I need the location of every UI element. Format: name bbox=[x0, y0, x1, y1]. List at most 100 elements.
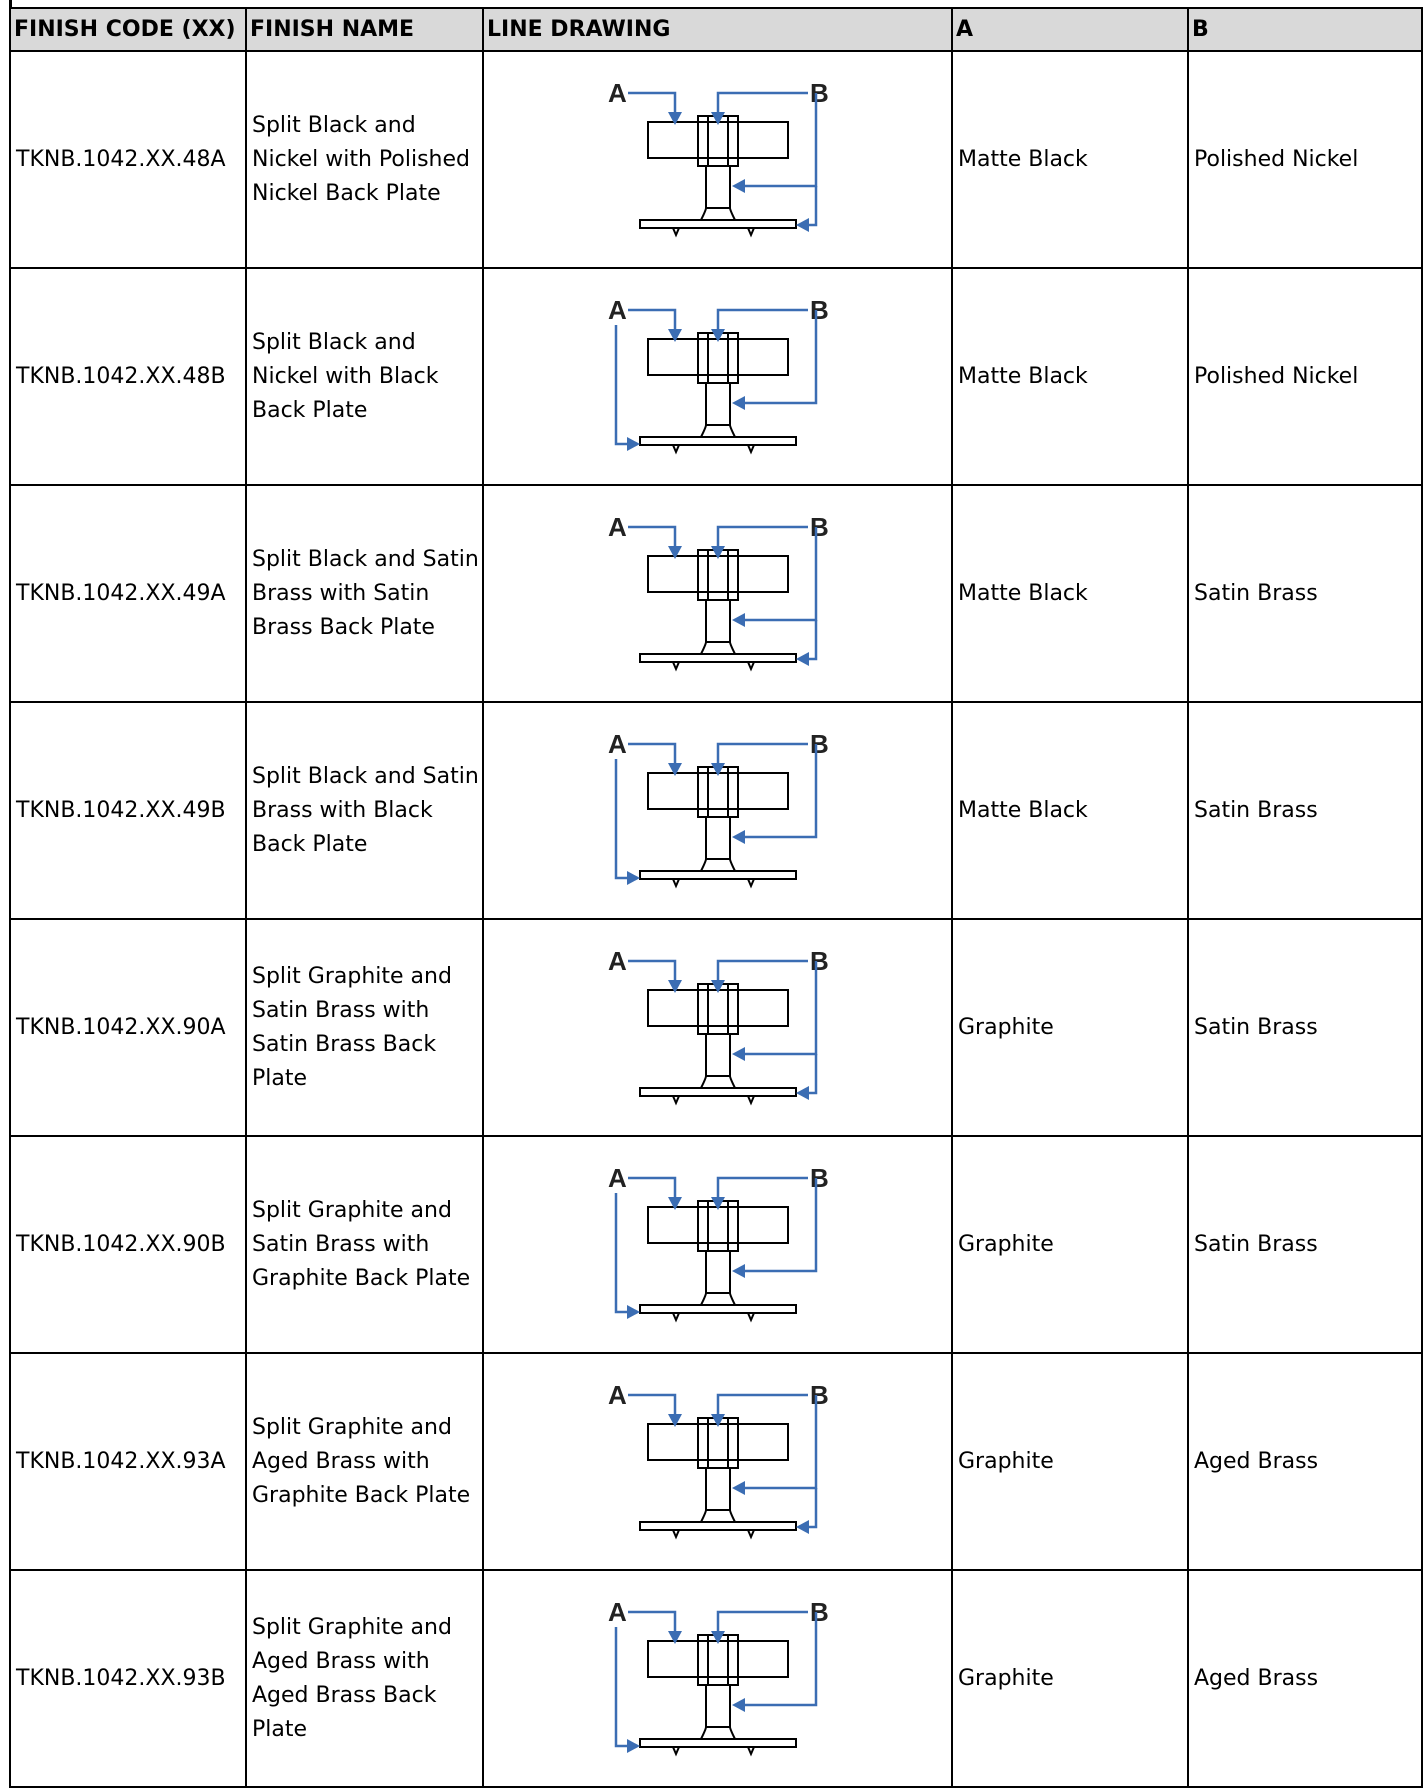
arrow-b-line bbox=[716, 91, 808, 114]
back-plate bbox=[638, 1521, 797, 1531]
finish-name-cell: Split Graphite and Aged Brass with Graph… bbox=[245, 1352, 484, 1571]
back-plate-pins bbox=[671, 227, 755, 238]
knob-handle bbox=[646, 121, 789, 159]
arrow-b-stem-head bbox=[731, 1047, 745, 1061]
finish-name-cell: Split Graphite and Satin Brass with Sati… bbox=[245, 918, 484, 1137]
finish-code-cell: TKNB.1042.XX.48A bbox=[9, 50, 247, 269]
knob-stem bbox=[704, 599, 731, 643]
arrow-a-line bbox=[627, 959, 676, 982]
arrow-b-head bbox=[710, 1197, 725, 1210]
finish-table: FINISH CODE (XX) FINISH NAME LINE DRAWIN… bbox=[9, 7, 1423, 1788]
knob-handle bbox=[646, 555, 789, 593]
knob-stem bbox=[704, 165, 731, 209]
label-b: B bbox=[810, 946, 829, 976]
finish-b-cell: Polished Nickel bbox=[1187, 50, 1423, 269]
arrow-a-head bbox=[667, 112, 682, 125]
arrow-b-head bbox=[710, 112, 725, 125]
label-b: B bbox=[810, 512, 829, 542]
arrow-a-head bbox=[667, 329, 682, 342]
arrow-b-plate-head bbox=[795, 218, 809, 232]
finish-b-cell: Satin Brass bbox=[1187, 1135, 1423, 1354]
finish-code-cell: TKNB.1042.XX.90A bbox=[9, 918, 247, 1137]
label-a: A bbox=[608, 1163, 627, 1193]
header-finish-code: FINISH CODE (XX) bbox=[9, 7, 247, 52]
finish-name-cell: Split Black and Nickel with Polished Nic… bbox=[245, 50, 484, 269]
arrow-b-stem-head bbox=[731, 1698, 745, 1712]
arrow-b-line bbox=[716, 308, 808, 331]
knob-handle bbox=[646, 1206, 789, 1244]
top-border-line bbox=[9, 0, 12, 8]
arrow-b-stem-head bbox=[731, 179, 745, 193]
finish-code-cell: TKNB.1042.XX.49A bbox=[9, 484, 247, 703]
finish-name-cell: Split Graphite and Satin Brass with Grap… bbox=[245, 1135, 484, 1354]
arrow-a-plate-head bbox=[626, 871, 640, 885]
back-plate-pins bbox=[671, 661, 755, 672]
back-plate bbox=[638, 1087, 797, 1097]
arrow-a-plate-line bbox=[614, 1193, 628, 1314]
knob-collar bbox=[699, 1075, 736, 1089]
finish-b-cell: Aged Brass bbox=[1187, 1352, 1423, 1571]
finish-code-cell: TKNB.1042.XX.48B bbox=[9, 267, 247, 486]
arrow-b-plate-head bbox=[795, 1520, 809, 1534]
finish-code-cell: TKNB.1042.XX.93A bbox=[9, 1352, 247, 1571]
knob-stem bbox=[704, 1467, 731, 1511]
finish-b-cell: Satin Brass bbox=[1187, 484, 1423, 703]
arrow-b-stem-head bbox=[731, 1481, 745, 1495]
arrow-b-stem-head bbox=[731, 613, 745, 627]
arrow-b-stem-line bbox=[743, 310, 817, 405]
finish-b-cell: Satin Brass bbox=[1187, 701, 1423, 920]
arrow-a-head bbox=[667, 763, 682, 776]
arrow-b-stem-line bbox=[743, 744, 817, 839]
header-b: B bbox=[1187, 7, 1423, 52]
arrow-a-plate-line bbox=[614, 325, 628, 446]
arrow-a-line bbox=[627, 1610, 676, 1633]
finish-a-cell: Graphite bbox=[951, 1352, 1189, 1571]
label-a: A bbox=[608, 295, 627, 325]
arrow-b-stem-line bbox=[743, 1178, 817, 1273]
arrow-a-head bbox=[667, 546, 682, 559]
back-plate bbox=[638, 870, 797, 880]
arrow-b-head bbox=[710, 1414, 725, 1427]
finish-code-cell: TKNB.1042.XX.90B bbox=[9, 1135, 247, 1354]
arrow-b-head bbox=[710, 1631, 725, 1644]
knob-collar bbox=[699, 424, 736, 438]
arrow-b-head bbox=[710, 980, 725, 993]
arrow-b-plate-head bbox=[795, 652, 809, 666]
finish-a-cell: Graphite bbox=[951, 1569, 1189, 1788]
knob-stem bbox=[704, 1033, 731, 1077]
knob-handle bbox=[646, 989, 789, 1027]
finish-code-cell: TKNB.1042.XX.93B bbox=[9, 1569, 247, 1788]
knob-handle bbox=[646, 1640, 789, 1678]
arrow-b-stem-line bbox=[743, 1612, 817, 1707]
knob-stem bbox=[704, 1250, 731, 1294]
header-finish-name: FINISH NAME bbox=[245, 7, 484, 52]
back-plate-pins bbox=[671, 1095, 755, 1106]
label-b: B bbox=[810, 78, 829, 108]
arrow-b-head bbox=[710, 546, 725, 559]
arrow-a-line bbox=[627, 1393, 676, 1416]
arrow-a-plate-head bbox=[626, 1305, 640, 1319]
finish-name-cell: Split Black and Nickel with Black Back P… bbox=[245, 267, 484, 486]
arrow-b-line bbox=[716, 959, 808, 982]
back-plate-pins bbox=[671, 1312, 755, 1323]
label-a: A bbox=[608, 1597, 627, 1627]
label-a: A bbox=[608, 512, 627, 542]
label-a: A bbox=[608, 946, 627, 976]
knob-stem bbox=[704, 816, 731, 860]
